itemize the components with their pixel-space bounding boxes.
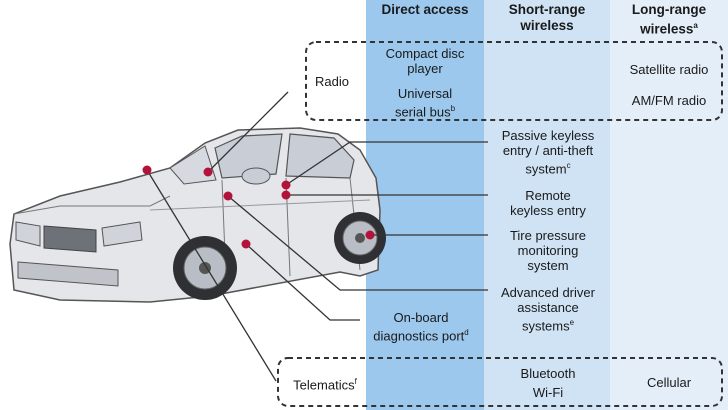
telematics-leader-line [146,169,277,382]
telematics-marker [142,165,152,175]
telematics-label: Telematicsf [293,377,357,393]
obd-marker [241,239,251,249]
satellite-radio-label: Satellite radio [629,62,709,77]
telematics-group-box [277,357,723,407]
radio-label: Radio [315,74,349,89]
passive-keyless-marker [281,180,291,190]
remote-keyless-marker [281,190,291,200]
radio-group-box [305,41,723,121]
radio-leader-line [207,91,289,173]
adas-leader-line [227,195,488,291]
bluetooth-label: Bluetooth [520,366,576,381]
am-fm-radio-label: AM/FM radio [631,93,707,108]
passive-keyless-leader-line [285,141,488,186]
car-illustration [9,127,386,303]
short-range-wireless-column [484,0,610,410]
long-range-wireless-column [610,0,728,410]
radio-marker [203,167,213,177]
adas-marker [223,191,233,201]
obd-leader-line [245,243,360,321]
direct-access-header: Direct access [381,2,469,17]
tire-pressure-marker [365,230,375,240]
direct-access-column [366,0,484,410]
wifi-label: Wi-Fi [532,385,564,400]
cellular-label: Cellular [646,375,692,390]
